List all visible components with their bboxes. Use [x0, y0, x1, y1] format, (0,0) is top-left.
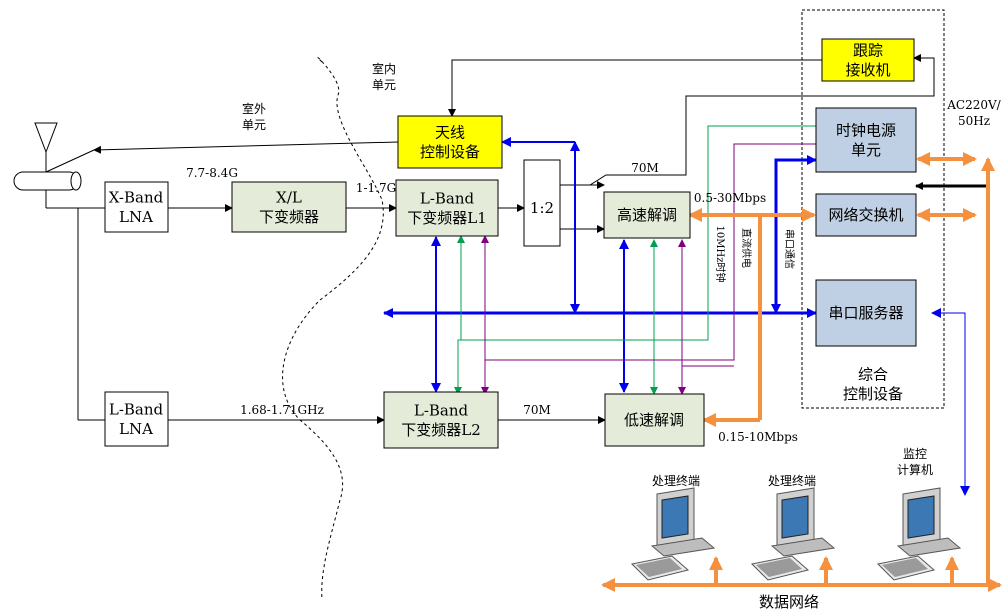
block-high-speed-demod: 高速解调 — [604, 192, 690, 238]
monitor-label: 监控计算机 — [897, 447, 933, 477]
block-high-speed-demod-label: 高速解调 — [617, 206, 677, 224]
block-antenna-control: 天线控制设备 — [398, 116, 502, 168]
monitor-computer — [878, 488, 960, 580]
freq-l-label: 1-1.7G — [356, 181, 396, 195]
block-clock-power: 时钟电源单元 — [816, 108, 916, 172]
terminal-1-label: 处理终端 — [652, 473, 700, 488]
outdoor-label: 室外单元 — [242, 101, 266, 132]
indoor-outdoor-boundary — [283, 57, 384, 600]
block-low-speed-demod: 低速解调 — [605, 394, 704, 446]
block-serial-server-label: 串口服务器 — [828, 304, 903, 322]
indoor-label: 室内单元 — [372, 61, 396, 92]
if-70m-top-label: 70M — [631, 161, 659, 175]
if-70m-bottom-label: 70M — [523, 403, 551, 417]
computer-icon — [632, 488, 714, 580]
block-network-switch: 网络交换机 — [816, 194, 916, 236]
block-splitter-label: 1:2 — [530, 199, 554, 217]
freq-x-label: 7.7-8.4G — [186, 166, 238, 180]
processing-terminal-1 — [632, 488, 714, 580]
block-serial-server: 串口服务器 — [816, 280, 916, 346]
data-network-label: 数据网络 — [759, 593, 819, 611]
block-tracking-receiver: 跟踪接收机 — [822, 39, 914, 81]
serial-comm-label: 串口通信 — [784, 229, 796, 269]
block-network-switch-label: 网络交换机 — [828, 206, 903, 224]
computer-icon — [752, 488, 834, 580]
block-splitter: 1:2 — [524, 160, 560, 246]
dc-power-label: 直流供电 — [741, 228, 754, 268]
freq-lband-label: 1.68-1.71GHz — [240, 403, 324, 417]
ac-power-label: AC220V/50Hz — [946, 98, 1001, 128]
terminal-2-label: 处理终端 — [768, 473, 816, 488]
computer-icon — [878, 488, 960, 580]
rate-high-label: 0.5-30Mbps — [694, 191, 766, 205]
antenna-icon — [14, 123, 81, 208]
clock-10mhz-label: 10MHz时钟 — [715, 226, 728, 283]
processing-terminal-2 — [752, 488, 834, 580]
block-low-speed-demod-label: 低速解调 — [624, 411, 684, 429]
rate-low-label: 0.15-10Mbps — [718, 430, 798, 444]
integrated-control-label: 综合控制设备 — [843, 365, 903, 403]
